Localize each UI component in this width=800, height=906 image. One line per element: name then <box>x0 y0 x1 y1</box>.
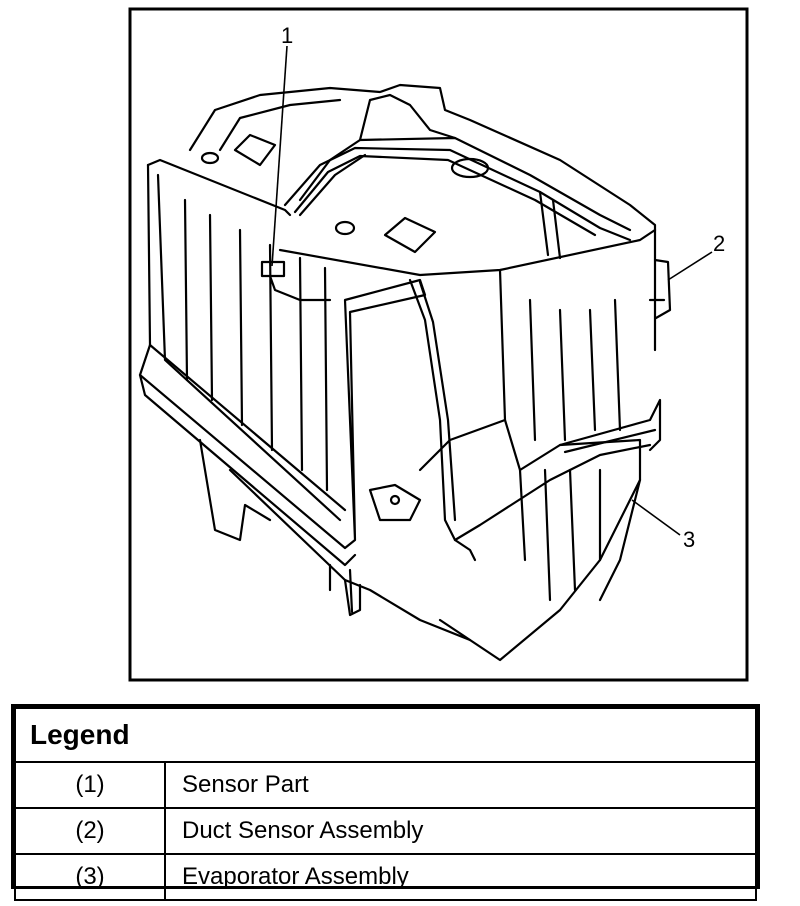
leader-line-2 <box>667 251 713 281</box>
legend-number: (3) <box>14 853 166 901</box>
legend-label: Sensor Part <box>164 761 757 809</box>
legend-label: Evaporator Assembly <box>164 853 757 901</box>
legend-row: (2) Duct Sensor Assembly <box>14 807 757 855</box>
legend-row: (3) Evaporator Assembly <box>14 853 757 901</box>
callout-1: 1 <box>281 23 293 48</box>
diagram-frame <box>128 7 749 682</box>
leader-line-1 <box>271 45 288 267</box>
leader-line-3 <box>631 499 681 536</box>
diagram-figure: 1 2 3 <box>128 7 749 682</box>
evaporator-illustration <box>138 83 672 662</box>
legend-number: (1) <box>14 761 166 809</box>
legend-label: Duct Sensor Assembly <box>164 807 757 855</box>
callout-2: 2 <box>713 231 725 256</box>
legend-number: (2) <box>14 807 166 855</box>
legend-title: Legend <box>14 707 757 763</box>
leader-lines <box>271 45 713 536</box>
legend-table: Legend (1) Sensor Part (2) Duct Sensor A… <box>11 704 760 901</box>
callout-3: 3 <box>683 527 695 552</box>
evaporator-drawing: 1 2 3 <box>128 7 749 682</box>
legend-row: (1) Sensor Part <box>14 761 757 809</box>
